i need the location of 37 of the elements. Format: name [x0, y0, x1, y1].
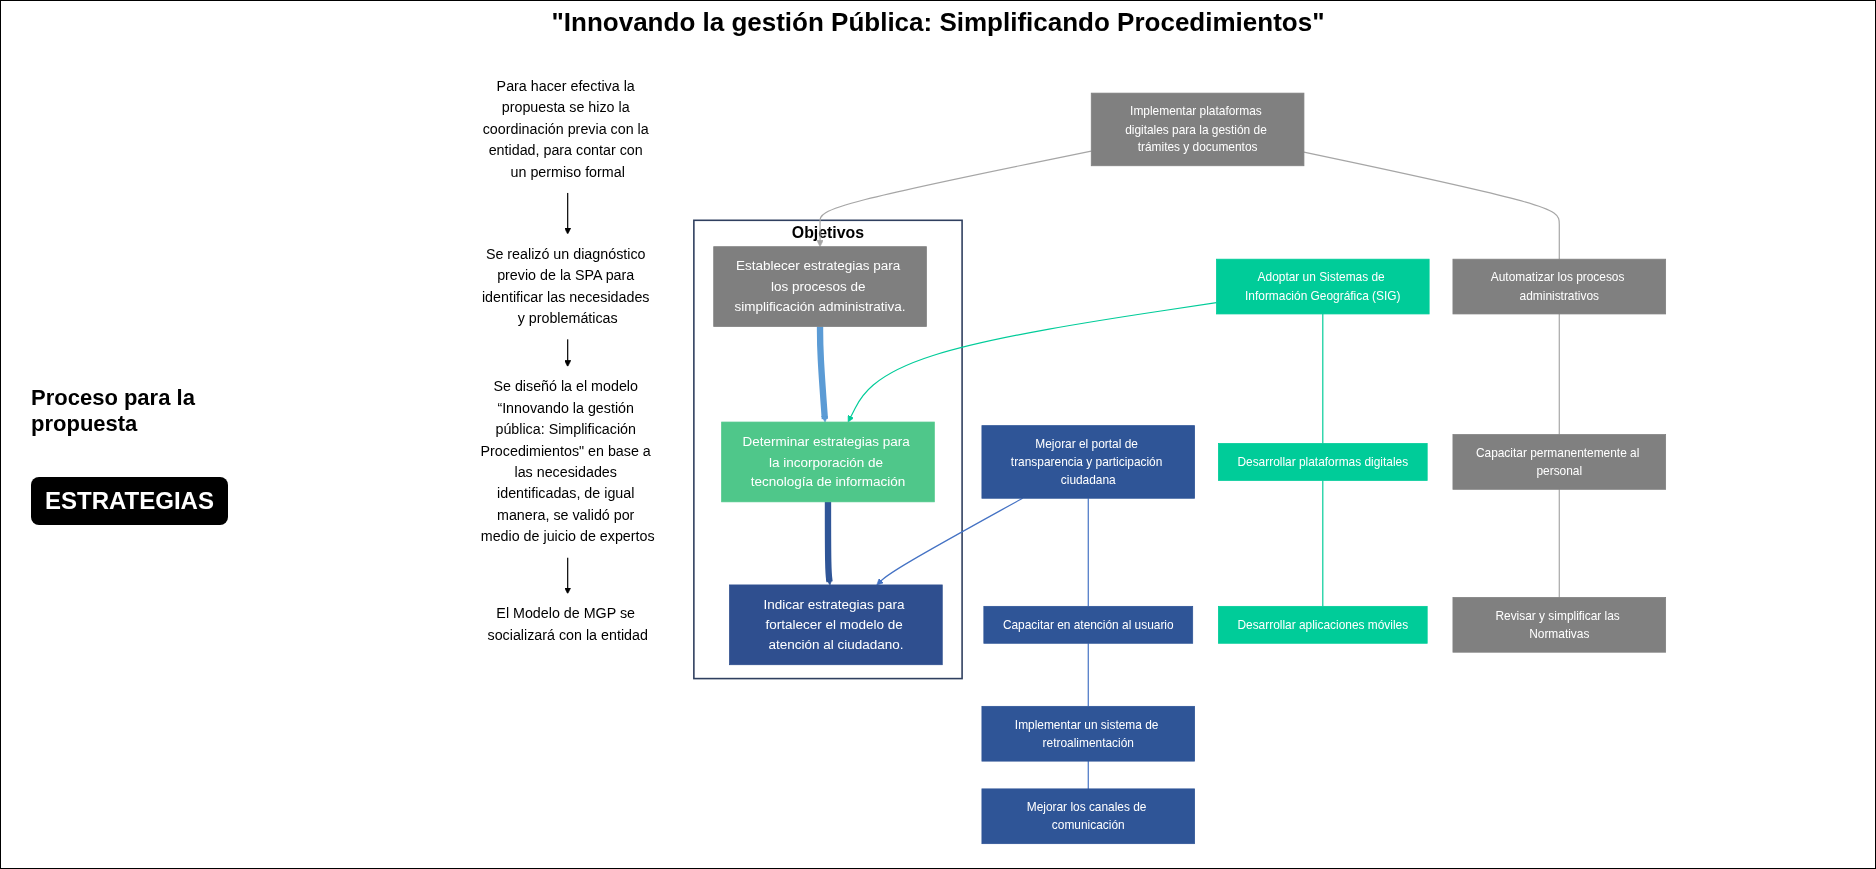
connector	[1321, 479, 1323, 607]
connector	[1087, 497, 1089, 607]
node-box: Adoptar un Sistemas de Información Geográfica (SIG)	[1215, 258, 1430, 315]
arrow	[563, 556, 571, 595]
connector	[1558, 313, 1560, 436]
arrow	[847, 302, 1217, 423]
node-text: Se realizó un diagnóstico previo de la SPA para identificar las necesidades y problemáticas	[481, 246, 649, 327]
node-box: Revisar y simplificar las Normativas	[1452, 597, 1666, 653]
arrow	[563, 191, 571, 235]
node-box: Automatizar los procesos administrativos	[1452, 258, 1666, 315]
connector	[1087, 760, 1089, 790]
arrow	[816, 150, 1092, 247]
node-box: Capacitar en atención al usuario	[982, 605, 1193, 644]
node-box: Implementar plataformas digitales para la gestión de trámites y documentos	[1090, 92, 1304, 167]
node-box: Capacitar permanentemente al personal	[1452, 434, 1666, 490]
connector	[1321, 313, 1323, 445]
node-box: Desarrollar plataformas digitales	[1217, 443, 1428, 481]
arrow	[876, 497, 1023, 586]
connector	[1558, 488, 1560, 599]
node-text: Se diseñó la el modelo “Innovando la gestión pública: Simplificación Procedimientos" en base a las necesidades identificadas, de igual manera, se validó por medio de juicio de expertos	[480, 378, 655, 545]
node-box: Mejorar los canales de comunicación	[981, 788, 1195, 845]
node-box: Establecer estrategias para los procesos de simplificación administrativa.	[712, 246, 927, 327]
connector	[1087, 642, 1089, 707]
node-box: Mejorar el portal de transparencia y participación ciudadana	[981, 425, 1195, 499]
node-text: El Modelo de MGP se socializará con la entidad	[487, 605, 648, 644]
strategies-tag: ESTRATEGIAS	[31, 477, 228, 525]
arrow	[824, 501, 833, 586]
arrow	[563, 338, 571, 368]
node-box: Implementar un sistema de retroalimentación	[981, 705, 1195, 762]
node-box: Indicar estrategias para fortalecer el modelo de atención al ciudadano.	[728, 584, 943, 666]
arrow	[816, 326, 828, 423]
node-box: Determinar estrategias para la incorporación de tecnología de información	[720, 421, 935, 503]
node-box: Desarrollar aplicaciones móviles	[1217, 605, 1428, 644]
connector	[1302, 151, 1560, 260]
diagram-title: "Innovando la gestión Pública: Simplificando Procedimientos"	[550, 7, 1326, 38]
node-text: Para hacer efectiva la propuesta se hizo la coordinación previa con la entidad, para contar con un permiso formal	[482, 78, 649, 180]
process-heading: Proceso para la propuesta	[31, 385, 196, 437]
